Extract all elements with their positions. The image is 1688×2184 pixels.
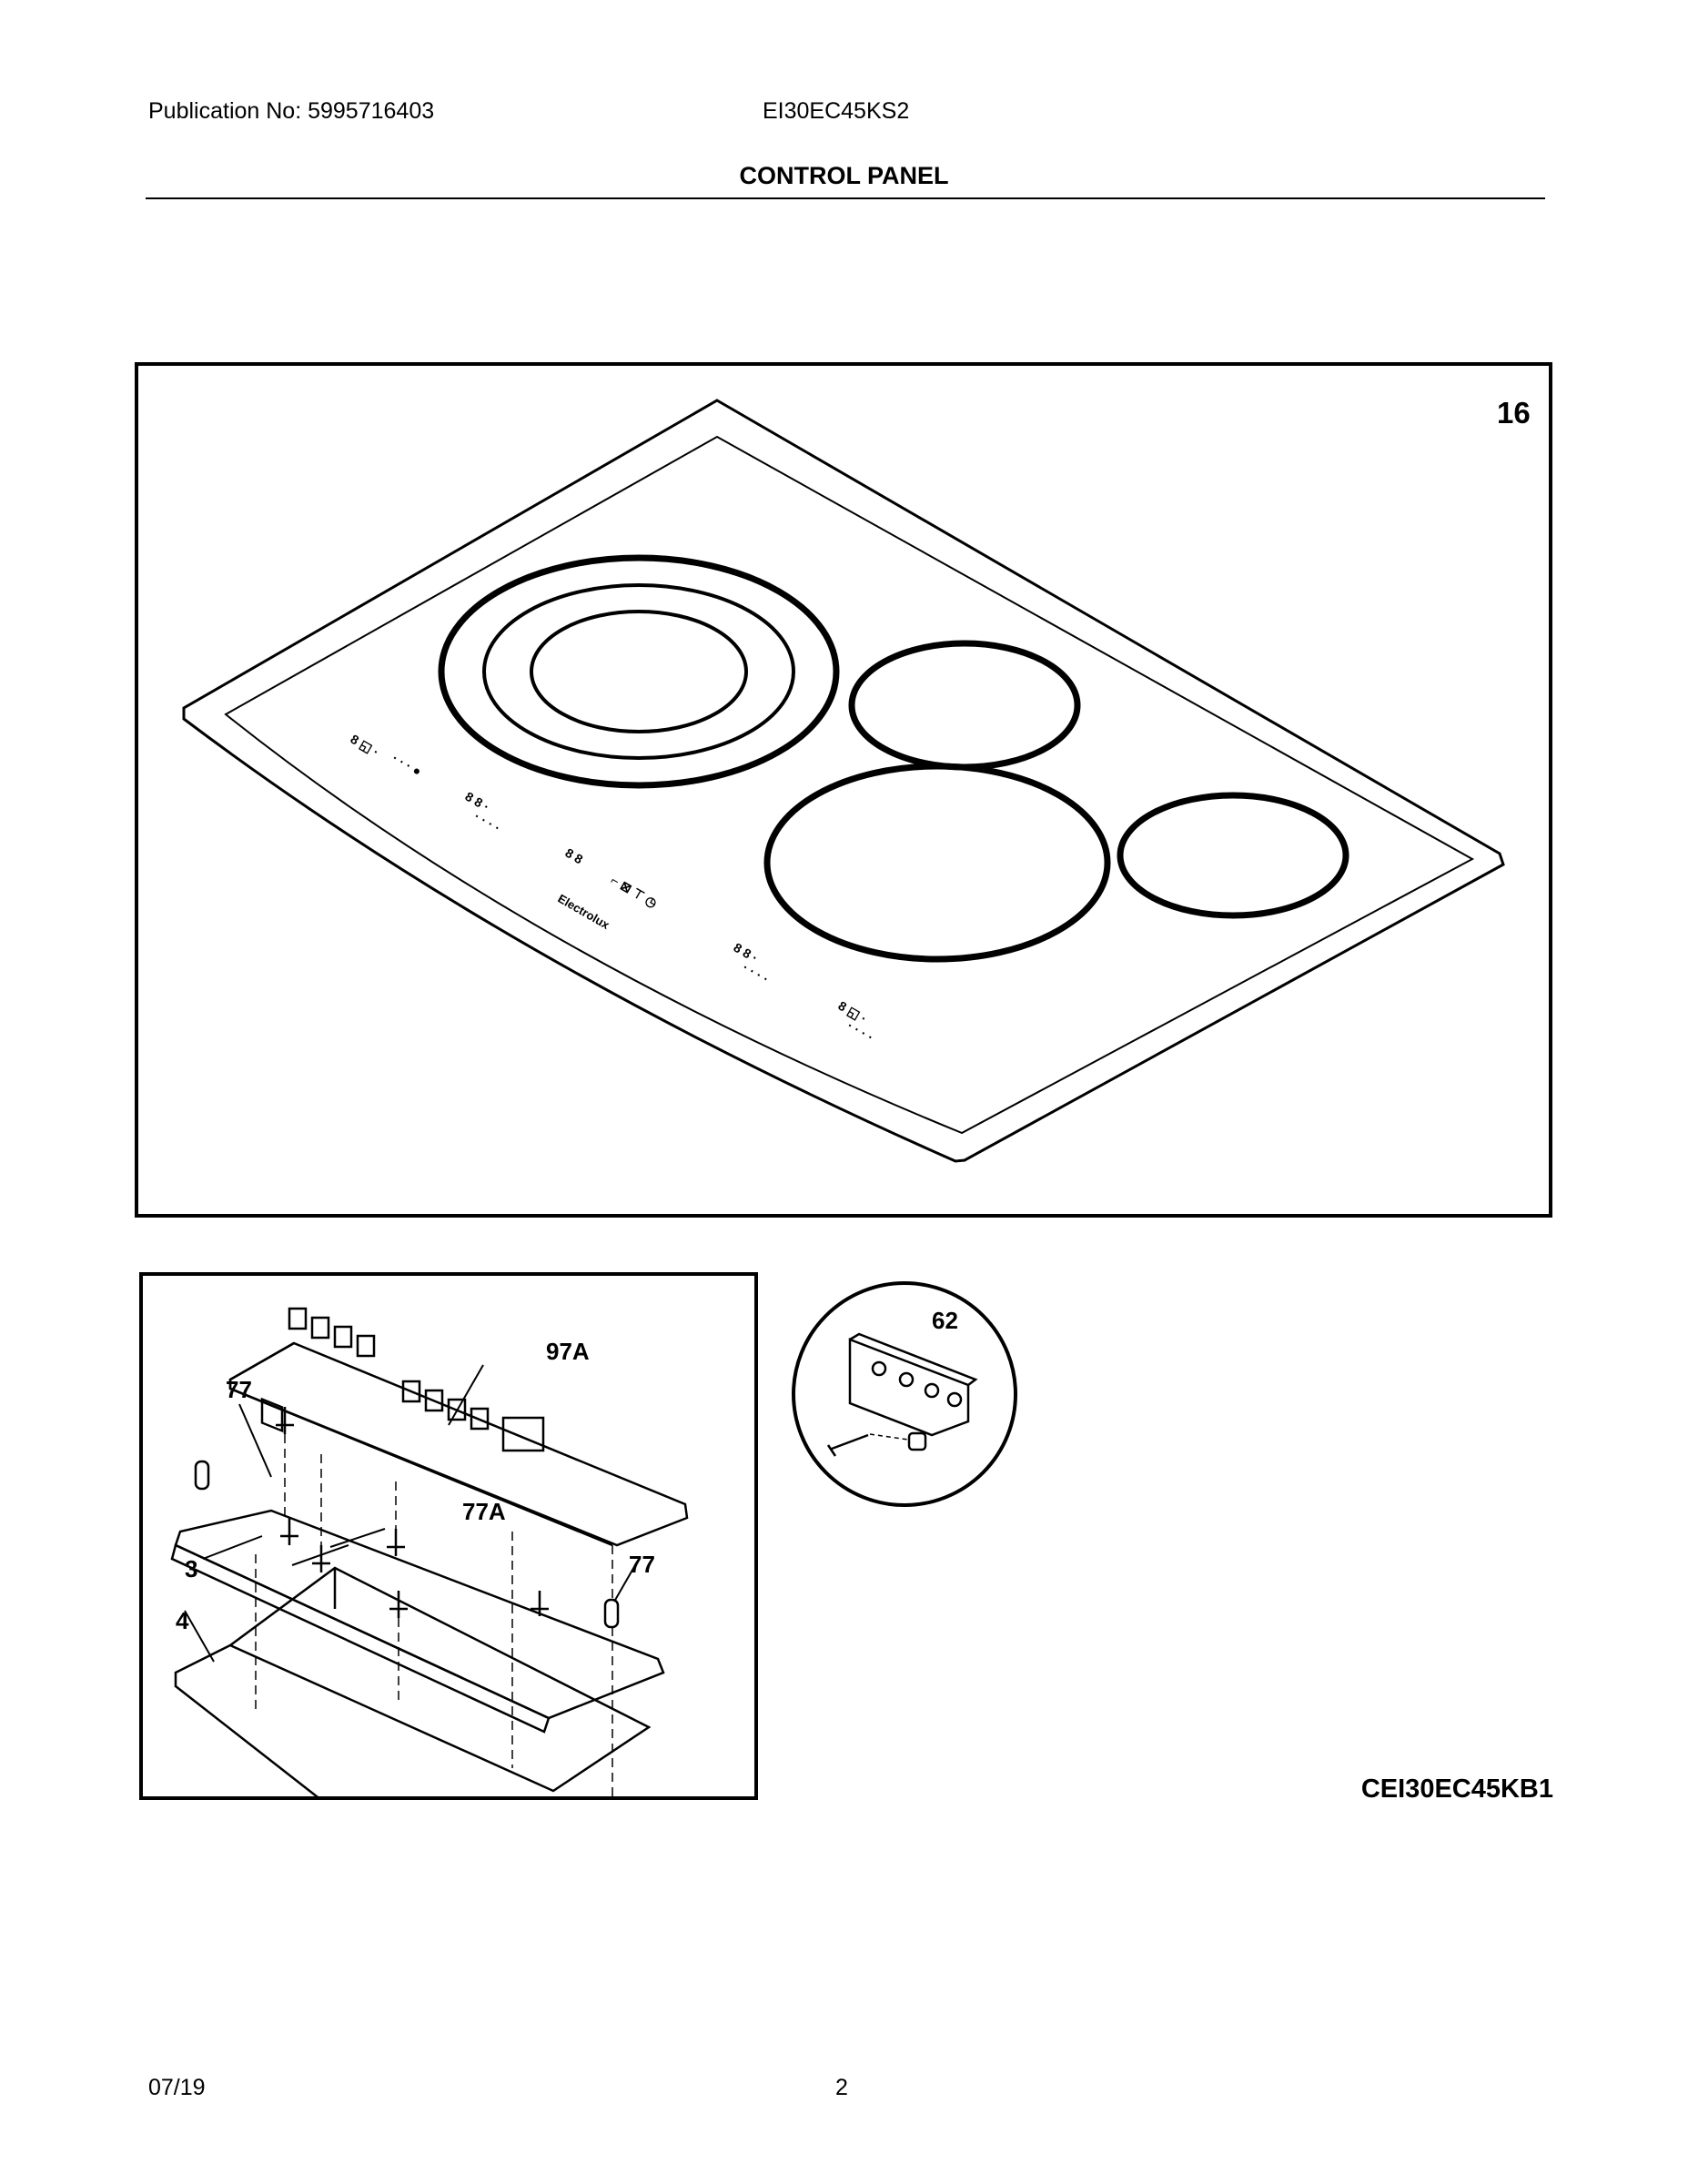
diagram-code: CEI30EC45KB1 [1360, 1774, 1553, 1804]
terminal-block-drawing: 62 [826, 1307, 978, 1457]
assembly-figure-frame [139, 1272, 758, 1800]
footer-page-number: 2 [835, 2075, 848, 2100]
detail-terminal-block: 62 [792, 1281, 1017, 1507]
publication-number: Publication No: 5995716403 [148, 98, 435, 124]
model-number: EI30EC45KS2 [763, 98, 910, 124]
cooktop-drawing: 8 ◱ · · · · ● 8 8 · · · · · 8 8 ⌐ ⊠ ⊤ ◷ … [182, 399, 1505, 1163]
burner-front-right [1117, 792, 1349, 919]
burner-triple-outer [438, 554, 840, 789]
callout-97A: 97A [546, 1338, 590, 1365]
clip-2 [280, 1518, 298, 1545]
terminal-block [848, 1338, 970, 1437]
callout-3: 3 [185, 1555, 197, 1582]
brand-logo: Electrolux [556, 892, 613, 933]
control-dots-2: · · · · [472, 809, 503, 835]
control-dots-5: · · · · [845, 1018, 876, 1045]
callout-62: 62 [932, 1307, 958, 1334]
clip-3 [312, 1545, 330, 1572]
lower-tray [227, 1566, 652, 1793]
assembly-drawing: 97A 77 77A 3 77 4 [170, 1307, 689, 1800]
control-dots-1: · · · ● [390, 751, 425, 779]
control-display-3: 8 8 [563, 845, 586, 867]
cooktop-front-edge [183, 718, 956, 1162]
control-timer-keys: ⌐ ⊠ ⊤ ◷ [609, 873, 660, 911]
burner-triple-inner [530, 610, 748, 733]
screw [826, 1433, 869, 1457]
clip-1 [276, 1407, 294, 1434]
clip-6 [531, 1591, 549, 1616]
page-title: CONTROL PANEL [739, 162, 949, 189]
control-board [228, 1341, 689, 1547]
standoff-left [194, 1460, 210, 1491]
ref-number-16: 16 [1497, 396, 1531, 430]
control-dots-4: · · · · [741, 960, 772, 986]
clip-5 [389, 1591, 408, 1618]
callout-77-left: 77 [226, 1376, 252, 1403]
callout-77-right: 77 [629, 1551, 655, 1578]
nut [907, 1431, 927, 1451]
callout-77A: 77A [462, 1498, 506, 1525]
cooktop-inner-border [224, 435, 1475, 1135]
control-display-1: 8 ◱ · [349, 732, 382, 760]
standoff-right [603, 1598, 620, 1629]
burner-rear-right [848, 640, 1081, 771]
clip-4 [387, 1529, 405, 1556]
title-rule [146, 197, 1545, 199]
footer-date: 07/19 [148, 2075, 206, 2100]
cooktop-figure-frame [135, 362, 1552, 1218]
burner-front-center [763, 763, 1111, 963]
callout-4: 4 [176, 1607, 189, 1634]
burner-triple-middle [482, 583, 795, 760]
